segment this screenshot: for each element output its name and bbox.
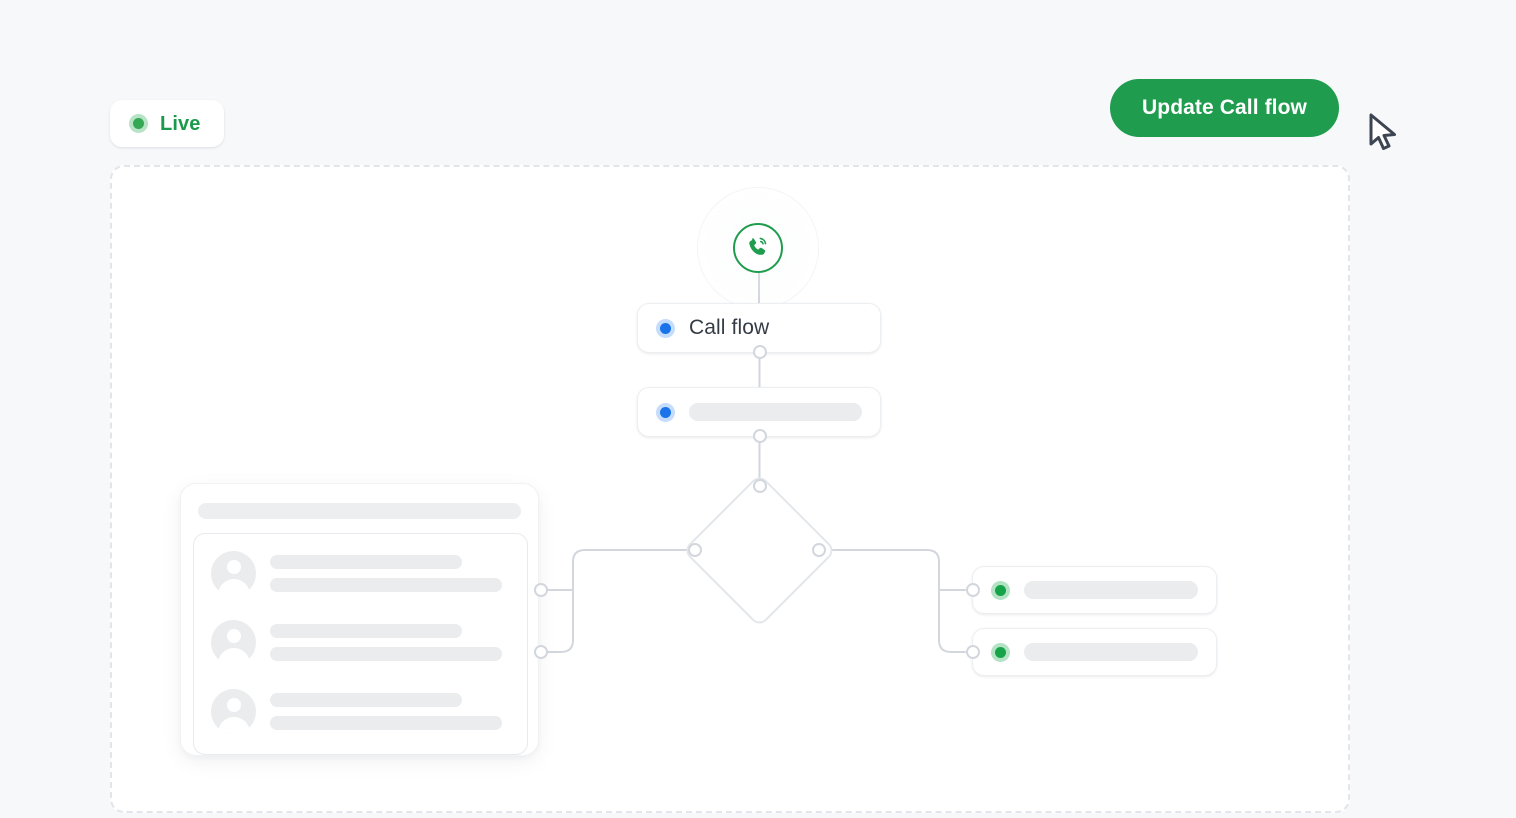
handle-decision-left[interactable]: [688, 543, 702, 557]
list-item[interactable]: [211, 689, 510, 734]
list-item[interactable]: [211, 620, 510, 665]
handle-call-flow-bottom[interactable]: [753, 345, 767, 359]
contacts-card[interactable]: [180, 483, 539, 756]
node-status-dot-icon: [656, 318, 675, 338]
list-item-line-secondary: [270, 647, 502, 661]
list-item-text: [270, 555, 510, 592]
list-item-text: [270, 624, 510, 661]
update-call-flow-button[interactable]: Update Call flow: [1110, 79, 1339, 137]
node-status-dot-icon: [991, 642, 1010, 662]
list-item-line-primary: [270, 693, 462, 707]
node-call-flow[interactable]: Call flow: [637, 303, 881, 353]
node-status-dot-icon: [656, 402, 675, 422]
flow-canvas[interactable]: Call flow: [110, 165, 1350, 813]
handle-contacts-right-lower[interactable]: [534, 645, 548, 659]
user-avatar-icon: [211, 689, 256, 734]
handle-output-2-left[interactable]: [966, 645, 980, 659]
list-item[interactable]: [211, 551, 510, 596]
list-item-line-secondary: [270, 716, 502, 730]
start-node[interactable]: [733, 223, 783, 273]
handle-decision-right[interactable]: [812, 543, 826, 557]
list-item-line-secondary: [270, 578, 502, 592]
edge-decision-to-output-2: [818, 549, 966, 653]
node-step-2[interactable]: [637, 387, 881, 437]
list-item-line-primary: [270, 624, 462, 638]
node-output-2[interactable]: [972, 628, 1217, 676]
node-output-2-placeholder: [1024, 643, 1198, 661]
flow-canvas-viewport: Call flow: [112, 167, 1348, 811]
contacts-card-header-placeholder: [198, 503, 521, 519]
node-output-1-placeholder: [1024, 581, 1198, 599]
user-avatar-icon: [211, 551, 256, 596]
contacts-list: [193, 533, 528, 755]
node-call-flow-label: Call flow: [689, 316, 770, 339]
status-badge[interactable]: Live: [110, 100, 225, 147]
page-header: Live Update Call flow: [0, 0, 1516, 165]
handle-output-1-left[interactable]: [966, 583, 980, 597]
handle-step-2-bottom[interactable]: [753, 429, 767, 443]
phone-call-icon: [749, 237, 767, 255]
status-dot-icon: [129, 114, 148, 133]
user-avatar-icon: [211, 620, 256, 665]
list-item-line-primary: [270, 555, 462, 569]
node-status-dot-icon: [991, 580, 1010, 600]
handle-decision-top[interactable]: [753, 479, 767, 493]
status-badge-label: Live: [160, 112, 201, 135]
node-step-2-placeholder: [689, 403, 862, 421]
node-output-1[interactable]: [972, 566, 1217, 614]
handle-contacts-right-upper[interactable]: [534, 583, 548, 597]
edge-decision-to-contacts-lower: [547, 549, 696, 653]
list-item-text: [270, 693, 510, 730]
